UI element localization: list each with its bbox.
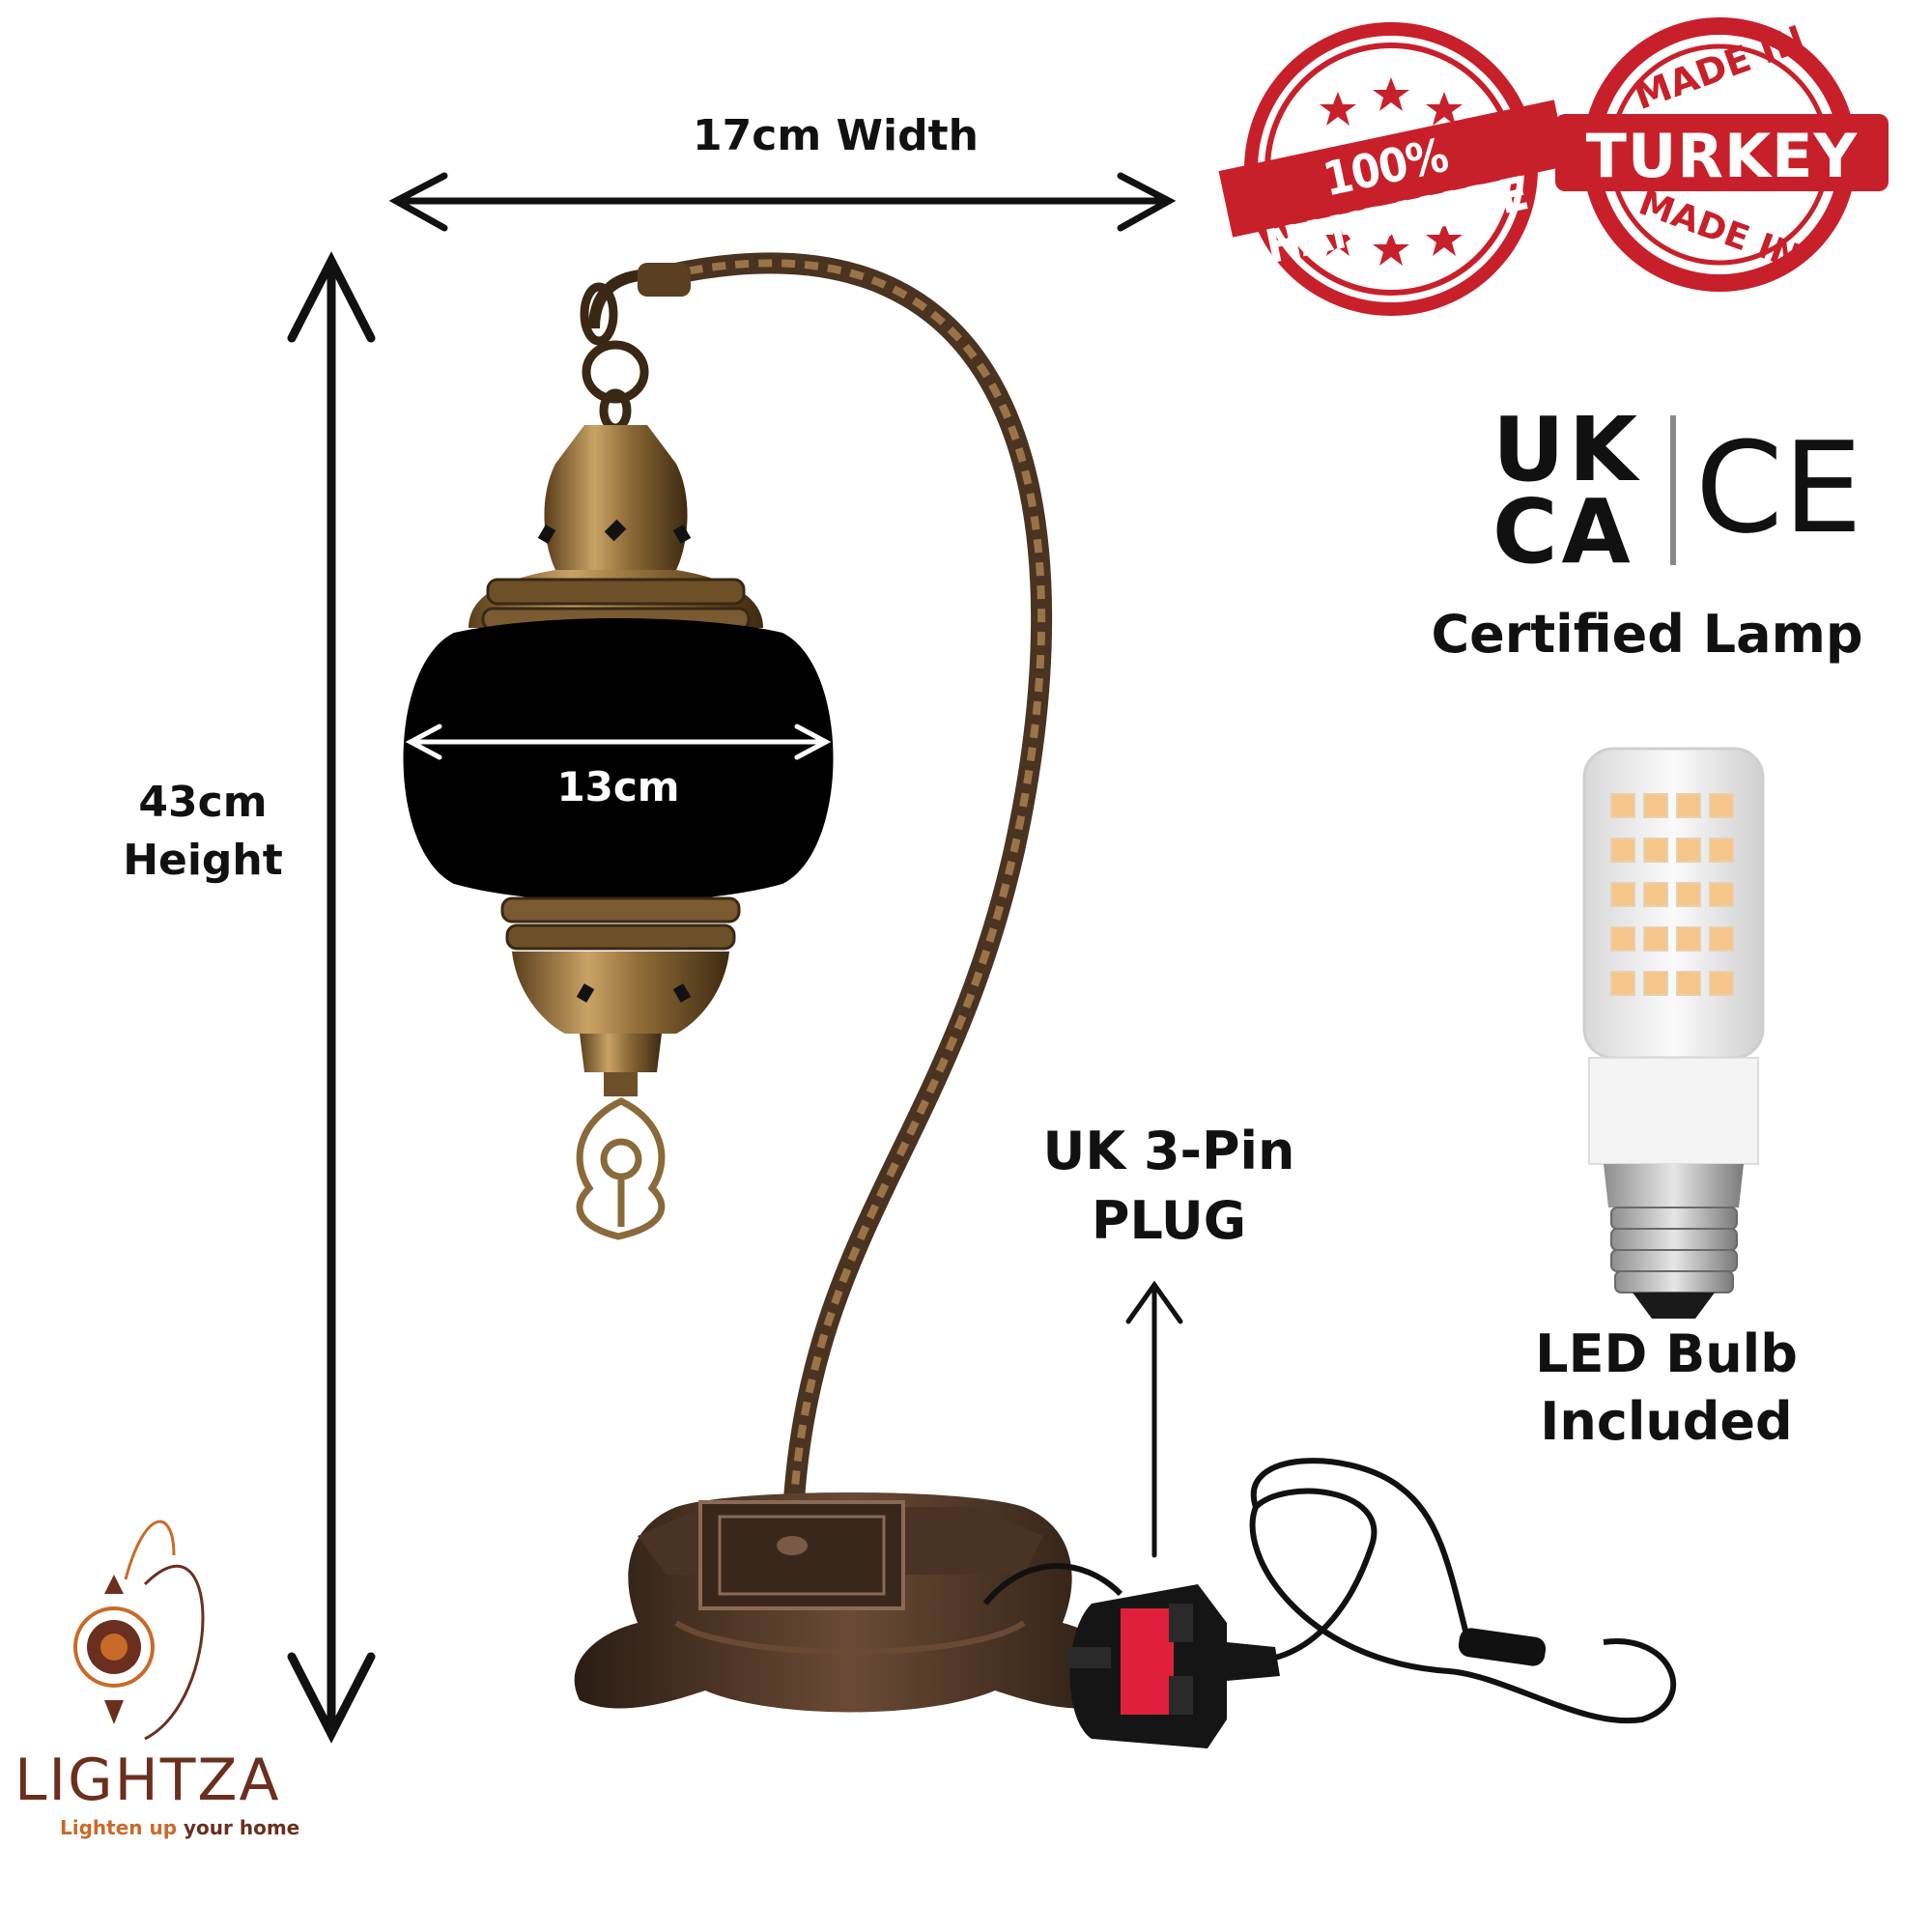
lightza-logo-mark bbox=[73, 1520, 205, 1741]
bulb-label-line2: Included bbox=[1540, 1391, 1793, 1452]
cable-switch bbox=[1458, 1628, 1547, 1666]
height-label-value: 43cm bbox=[138, 778, 268, 827]
plug-label-line2: PLUG bbox=[1091, 1190, 1247, 1251]
width-label: 17cm Width bbox=[693, 111, 979, 160]
lamp-base bbox=[574, 1492, 1126, 1713]
brand-tagline: Lighten up your home bbox=[60, 1816, 311, 1839]
led-bulb bbox=[1582, 747, 1765, 1319]
ukca-line1: UK bbox=[1492, 398, 1641, 501]
width-arrow bbox=[388, 172, 1177, 232]
turkey-badge-main: TURKEY bbox=[1585, 121, 1859, 191]
lamp-top-cap bbox=[469, 425, 763, 632]
bulb-label-line1: LED Bulb bbox=[1535, 1323, 1798, 1384]
brand-tagline-part1: Lighten up bbox=[60, 1816, 184, 1839]
lamp-bottom-cap bbox=[500, 896, 741, 1096]
lamp-cable bbox=[982, 1458, 1676, 1724]
brand-name: LIGHTZA bbox=[14, 1747, 281, 1814]
lamp-ornament bbox=[576, 1097, 666, 1240]
plug-arrow bbox=[1125, 1280, 1183, 1558]
handmade-badge bbox=[1218, 22, 1569, 316]
turkey-badge bbox=[1555, 17, 1889, 292]
height-arrow bbox=[287, 251, 376, 1744]
ce-mark: CE bbox=[1695, 414, 1862, 561]
ukca-line2: CA bbox=[1492, 480, 1634, 583]
plug-label-line1: UK 3-Pin bbox=[1042, 1121, 1295, 1181]
lamp-arm bbox=[588, 252, 1053, 1537]
height-label-word: Height bbox=[123, 836, 283, 885]
brand-tagline-part2: your home bbox=[184, 1816, 300, 1839]
lamp-glass-globe bbox=[403, 618, 834, 902]
glass-width-label: 13cm bbox=[556, 763, 680, 810]
certified-caption: Certified Lamp bbox=[1431, 604, 1863, 665]
glass-width-arrow bbox=[405, 724, 832, 760]
uk-plug bbox=[1067, 1584, 1280, 1748]
